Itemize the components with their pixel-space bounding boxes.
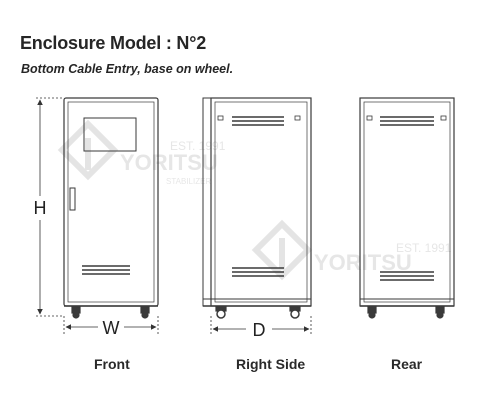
watermark-est-2: EST. 1991 xyxy=(396,241,452,255)
height-label: H xyxy=(34,198,47,218)
width-label: W xyxy=(103,318,120,338)
front-vent-grille xyxy=(82,265,130,275)
front-door-outline xyxy=(67,101,155,303)
front-wheels xyxy=(71,306,150,319)
side-wheels xyxy=(215,306,301,319)
depth-label: D xyxy=(253,320,266,340)
rear-wheels xyxy=(367,306,445,319)
side-bottom-vent xyxy=(232,267,284,277)
side-top-vent xyxy=(232,116,284,126)
rear-bottom-vent xyxy=(380,271,434,281)
watermark-logo-1: YORITSU EST. 1991 STABILIZER xyxy=(57,119,226,186)
right-side-view xyxy=(202,97,312,319)
side-panel-outline xyxy=(214,101,308,303)
width-dimension xyxy=(63,316,159,334)
page-subtitle: Bottom Cable Entry, base on wheel. xyxy=(21,62,234,76)
watermark-tagline: STABILIZER xyxy=(166,177,211,186)
front-view xyxy=(63,97,159,319)
front-view-label: Front xyxy=(94,356,130,372)
side-door-edge xyxy=(202,97,212,307)
front-display-window xyxy=(83,117,137,152)
rear-view-label: Rear xyxy=(391,356,423,372)
watermark-brand: YORITSU xyxy=(120,150,218,175)
right-side-view-label: Right Side xyxy=(236,356,306,372)
watermark-brand-2: YORITSU xyxy=(314,250,412,275)
door-handle xyxy=(69,187,76,211)
watermark-logo-2: YORITSU EST. 1991 xyxy=(251,219,452,281)
watermark-est: EST. 1991 xyxy=(170,139,226,153)
rear-panel-outline xyxy=(363,101,451,303)
side-cabinet-body xyxy=(210,97,312,307)
height-dimension xyxy=(36,97,62,317)
rear-top-vent xyxy=(380,116,434,126)
rear-view xyxy=(359,97,455,319)
page-title: Enclosure Model : N°2 xyxy=(20,33,207,53)
depth-dimension xyxy=(210,316,312,336)
